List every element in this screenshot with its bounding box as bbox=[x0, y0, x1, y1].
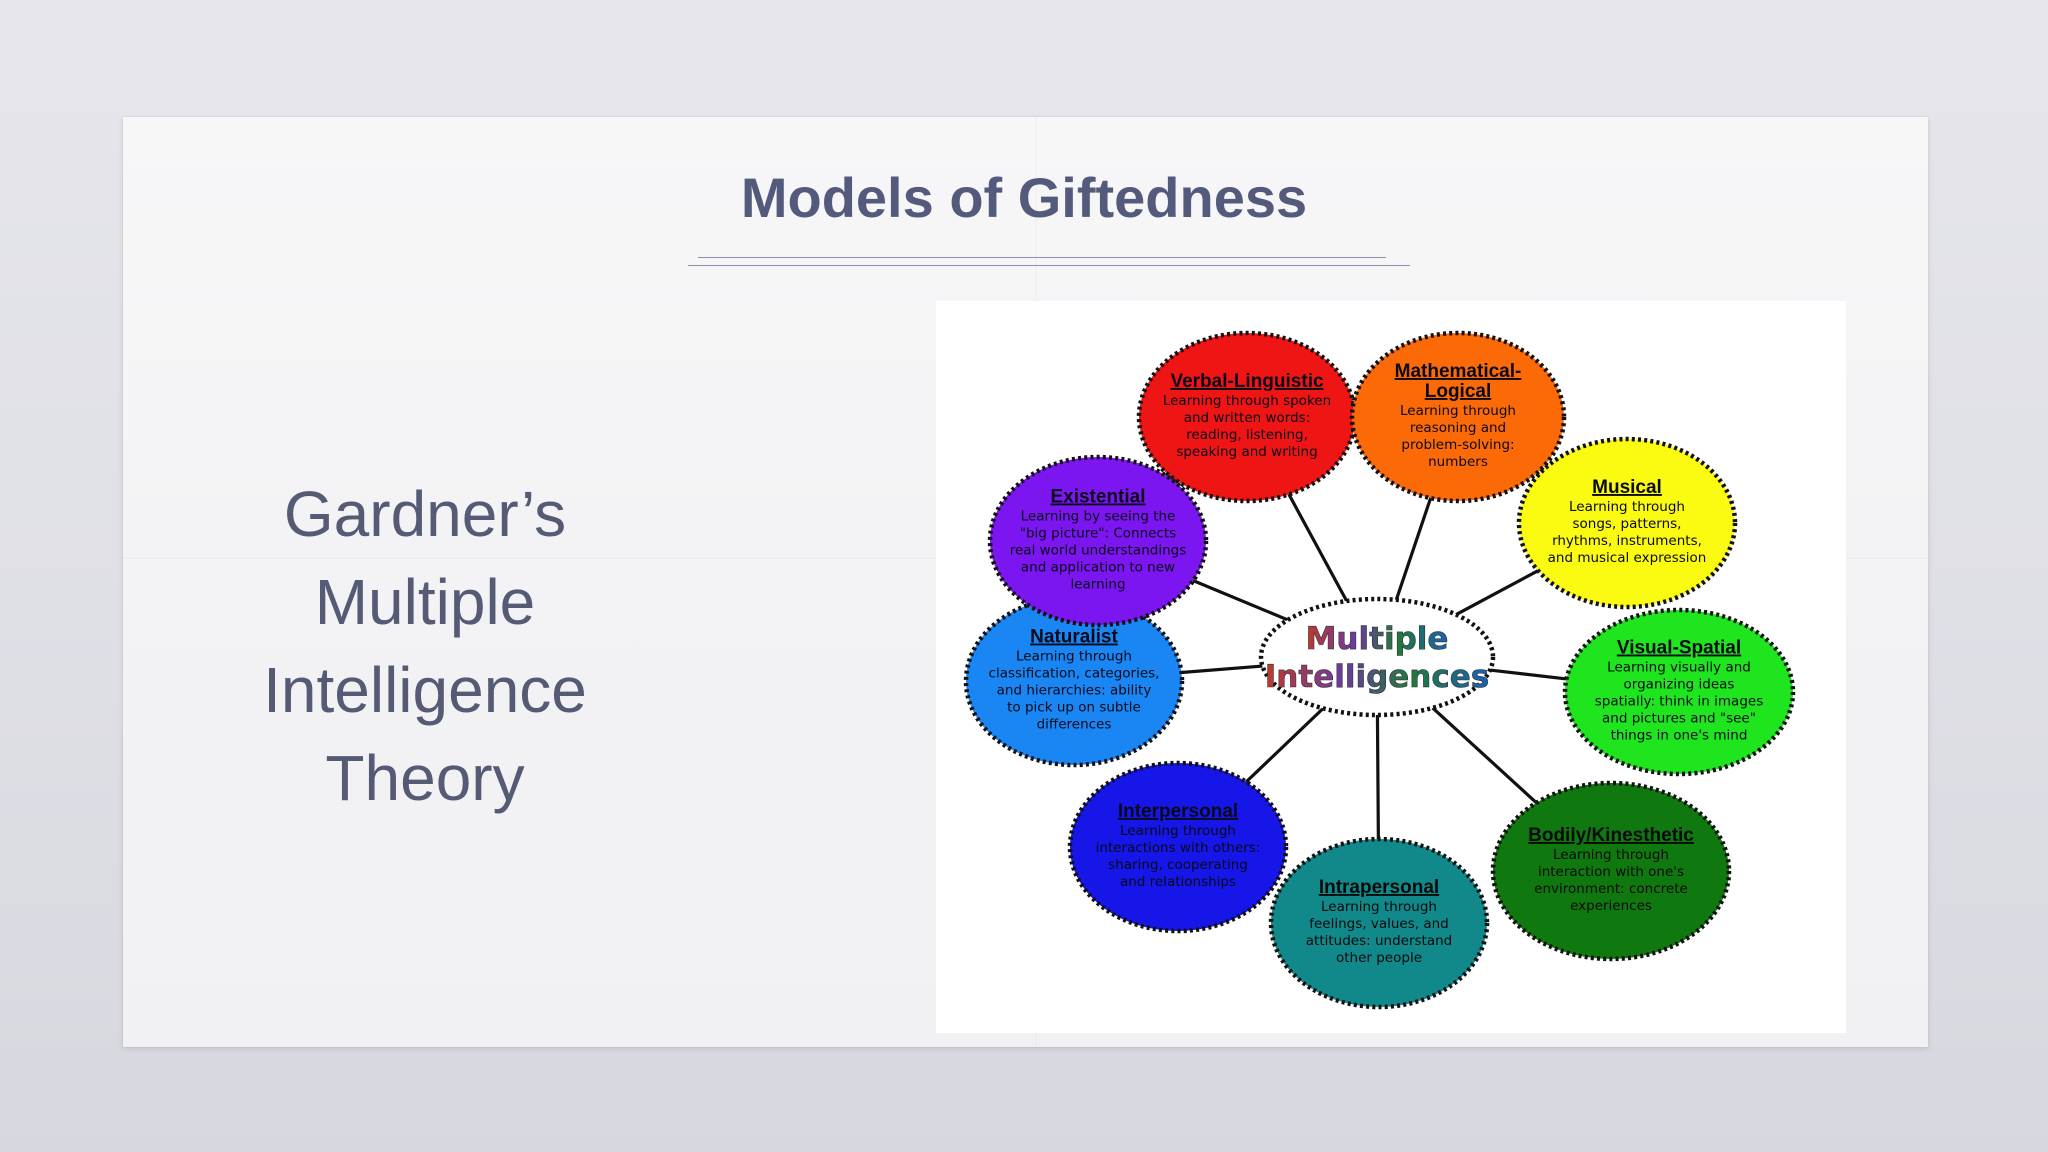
connector-naturalist bbox=[1181, 664, 1263, 675]
node-description-line: problem-solving: bbox=[1401, 437, 1514, 453]
node-description-line: Learning visually and bbox=[1607, 660, 1751, 676]
node-description-line: Learning through bbox=[1016, 649, 1132, 665]
node-title: Mathematical- bbox=[1395, 361, 1522, 382]
node-title: Existential bbox=[1050, 487, 1145, 508]
slide-subtitle: Gardner’s Multiple Intelligence Theory bbox=[200, 470, 650, 822]
connector-verbal-linguistic bbox=[1287, 493, 1349, 602]
node-description-line: Learning through bbox=[1400, 403, 1516, 419]
node-description-line: rhythms, instruments, bbox=[1552, 533, 1702, 549]
node-description-line: environment: concrete bbox=[1534, 881, 1688, 897]
node-description-line: and relationships bbox=[1120, 874, 1236, 890]
node-description-line: feelings, values, and bbox=[1309, 916, 1449, 932]
node-description-line: attitudes: understand bbox=[1306, 933, 1452, 949]
node-description-line: spatially: think in images bbox=[1595, 694, 1764, 710]
node-description-line: to pick up on subtle bbox=[1007, 700, 1141, 716]
node-description-line: Learning through bbox=[1553, 847, 1669, 863]
node-description-line: Learning by seeing the bbox=[1021, 509, 1176, 525]
node-description-line: organizing ideas bbox=[1624, 677, 1735, 693]
node-description-line: reading, listening, bbox=[1186, 427, 1308, 443]
node-title: Visual-Spatial bbox=[1617, 638, 1741, 659]
node-description-line: and pictures and "see" bbox=[1602, 711, 1756, 727]
node-description-line: songs, patterns, bbox=[1573, 516, 1682, 532]
node-title: Verbal-Linguistic bbox=[1170, 371, 1324, 392]
connector-bodily-kinesthetic bbox=[1431, 706, 1538, 804]
node-title: Naturalist bbox=[1030, 627, 1118, 648]
center-label-line: Multiple bbox=[1306, 621, 1449, 657]
node-description-line: classification, categories, bbox=[989, 666, 1160, 682]
node-description-line: learning bbox=[1070, 577, 1125, 593]
node-description-line: "big picture": Connects bbox=[1020, 526, 1176, 542]
node-title: Logical bbox=[1425, 381, 1492, 402]
connector-mathematical-logical bbox=[1394, 497, 1433, 601]
connector-interpersonal bbox=[1245, 707, 1325, 784]
node-ellipse-interpersonal bbox=[1067, 760, 1289, 934]
connector-lines bbox=[1181, 493, 1567, 840]
node-description-line: Learning through bbox=[1120, 823, 1236, 839]
node-title: Intrapersonal bbox=[1319, 877, 1439, 898]
node-description-line: Learning through bbox=[1321, 899, 1437, 915]
subtitle-line: Theory bbox=[325, 742, 525, 814]
node-ellipse-existential bbox=[987, 454, 1209, 628]
node-description-line: interactions with others: bbox=[1096, 840, 1261, 856]
connector-visual-spatial bbox=[1489, 668, 1567, 681]
node-description-line: real world understandings bbox=[1010, 543, 1187, 559]
connector-existential bbox=[1192, 579, 1289, 622]
node-description-line: numbers bbox=[1428, 454, 1488, 470]
node-title: Bodily/Kinesthetic bbox=[1528, 825, 1694, 846]
node-ellipse-visual-spatial bbox=[1562, 607, 1796, 777]
node-description-line: and musical expression bbox=[1548, 550, 1707, 566]
node-description-line: Learning through bbox=[1569, 499, 1685, 515]
node-title: Musical bbox=[1592, 477, 1662, 498]
node-ellipse-bodily-kinesthetic bbox=[1490, 780, 1732, 962]
connector-musical bbox=[1455, 569, 1539, 616]
connector-intrapersonal bbox=[1375, 714, 1380, 840]
node-description-line: differences bbox=[1037, 717, 1112, 733]
center-label-line: Intelligences bbox=[1265, 659, 1489, 695]
node-description-line: interaction with one's bbox=[1538, 864, 1684, 880]
node-description-line: and application to new bbox=[1021, 560, 1175, 576]
slide-title: Models of Giftedness bbox=[740, 166, 1308, 229]
node-ellipse-mathematical-logical bbox=[1349, 330, 1567, 504]
node-description-line: things in one's mind bbox=[1611, 728, 1748, 744]
title-underline bbox=[688, 257, 1410, 267]
node-description-line: other people bbox=[1336, 950, 1422, 966]
node-description-line: Learning through spoken bbox=[1163, 393, 1331, 409]
node-description-line: sharing, cooperating bbox=[1108, 857, 1248, 873]
subtitle-line: Gardner’s bbox=[283, 478, 567, 550]
node-title: Interpersonal bbox=[1118, 801, 1238, 822]
node-description-line: and hierarchies: ability bbox=[997, 683, 1152, 699]
node-ellipse-intrapersonal bbox=[1268, 836, 1490, 1010]
subtitle-line: Intelligence bbox=[263, 654, 587, 726]
node-description-line: experiences bbox=[1570, 898, 1652, 914]
node-ellipse-musical bbox=[1516, 436, 1738, 610]
node-description-line: and written words: bbox=[1184, 410, 1311, 426]
node-description-line: reasoning and bbox=[1410, 420, 1506, 436]
center-ellipse bbox=[1258, 596, 1496, 718]
subtitle-line: Multiple bbox=[314, 566, 536, 638]
node-description-line: speaking and writing bbox=[1176, 444, 1317, 460]
